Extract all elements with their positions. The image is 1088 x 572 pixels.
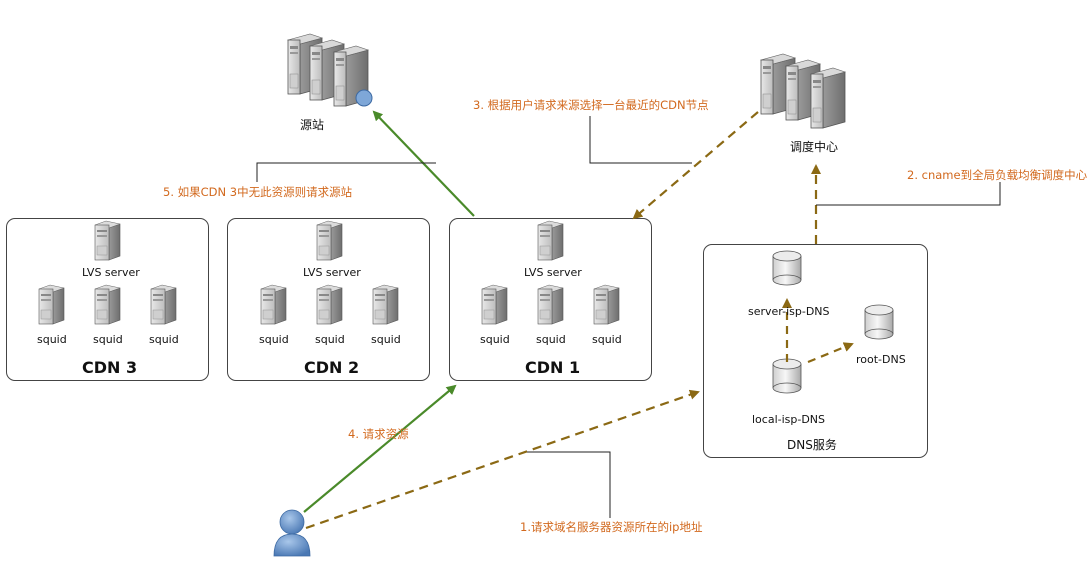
cdn1-lvs-label: LVS server — [524, 266, 582, 279]
cdn3-squid-server-icon — [38, 284, 65, 325]
cdn2-lvs-label: LVS server — [303, 266, 361, 279]
cdn2-squid-server-icon — [316, 284, 343, 325]
cdn3-squid-label: squid — [149, 333, 179, 346]
server-isp-dns-icon — [772, 250, 802, 286]
cdn2-title: CDN 2 — [304, 358, 360, 377]
step2-note: 2. cname到全局负载均衡调度中心 — [907, 168, 1088, 182]
cdn1-squid-server-icon — [593, 284, 620, 325]
cdn1-squid-label: squid — [592, 333, 622, 346]
cdn2-squid-label: squid — [259, 333, 289, 346]
cdn3-squid-label: squid — [37, 333, 67, 346]
user-icon — [273, 509, 311, 557]
cdn1-squid-label: squid — [536, 333, 566, 346]
local-isp-dns-label: local-isp-DNS — [752, 413, 826, 426]
step1-note: 1.请求域名服务器资源所在的ip地址 — [520, 520, 703, 534]
step3-arrow — [632, 111, 759, 220]
step1-callout-line — [527, 451, 611, 518]
step1-arrow — [305, 389, 700, 530]
local-to-root-dns-arrow — [807, 342, 854, 364]
origin-label: 源站 — [300, 118, 325, 132]
server-isp-dns-label: server-isp-DNS — [748, 305, 830, 318]
cdn2-squid-label: squid — [315, 333, 345, 346]
dns-box — [703, 244, 928, 458]
cdn1-title: CDN 1 — [525, 358, 581, 377]
cdn3-squid-label: squid — [93, 333, 123, 346]
cdn3-lvs-label: LVS server — [82, 266, 140, 279]
step5-callout-line — [256, 162, 436, 182]
cdn1-squid-server-icon — [481, 284, 508, 325]
step4-arrow — [303, 384, 457, 513]
cdn1-squid-label: squid — [480, 333, 510, 346]
step3-callout-line — [589, 116, 692, 164]
cdn2-squid-server-icon — [260, 284, 287, 325]
step3-note: 3. 根据用户请求来源选择一台最近的CDN节点 — [473, 98, 709, 112]
scheduler-label: 调度中心 — [790, 140, 839, 154]
dns-title: DNS服务 — [787, 438, 837, 452]
root-dns-icon — [864, 304, 894, 340]
cdn1-squid-server-icon — [537, 284, 564, 325]
cdn3-title: CDN 3 — [82, 358, 138, 377]
cdn2-lvs-server-icon — [316, 220, 343, 261]
step5-note: 5. 如果CDN 3中无此资源则请求源站 — [163, 185, 353, 199]
cdn2-squid-server-icon — [372, 284, 399, 325]
step5-arrow — [372, 110, 475, 217]
step2-callout-line — [816, 182, 1001, 206]
cdn2-squid-label: squid — [371, 333, 401, 346]
cdn3-lvs-server-icon — [94, 220, 121, 261]
cdn1-lvs-server-icon — [537, 220, 564, 261]
root-dns-label: root-DNS — [856, 353, 906, 366]
cdn3-squid-server-icon — [150, 284, 177, 325]
local-isp-dns-icon — [772, 358, 802, 394]
origin-server-icon — [287, 33, 373, 107]
scheduler-server-icon — [760, 53, 846, 129]
cdn3-squid-server-icon — [94, 284, 121, 325]
step4-note: 4. 请求资源 — [348, 427, 409, 441]
